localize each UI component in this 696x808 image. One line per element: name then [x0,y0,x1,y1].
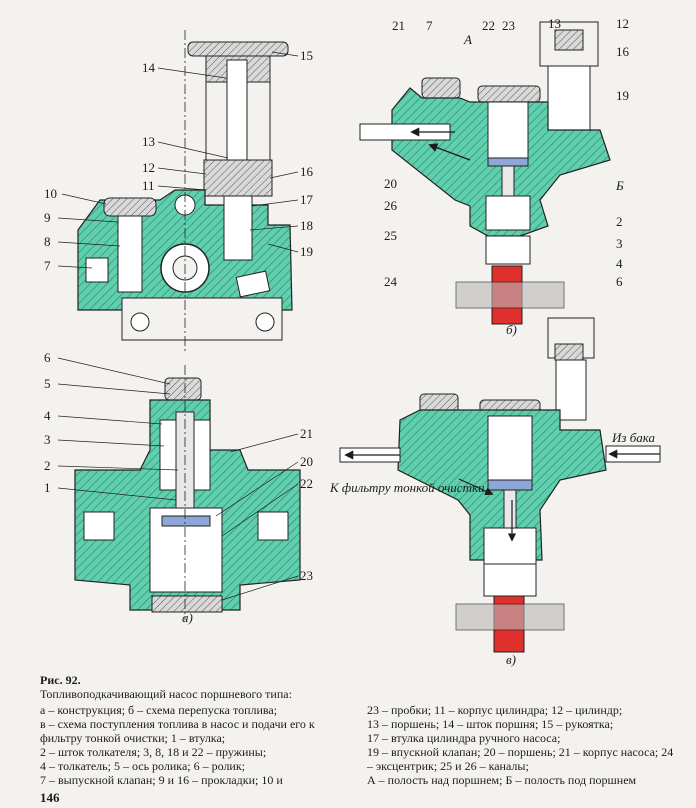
callout-7-b: 7 [426,18,433,33]
callout-2-b: 2 [616,214,623,229]
caption-title: Рис. 92. [40,673,81,687]
callout-4-a: 4 [44,408,51,423]
callout-17: 17 [300,192,314,207]
callout-7: 7 [44,258,51,273]
callout-1-a: 1 [44,480,51,495]
caption-line: в – схема поступления топлива в насос и … [40,717,315,745]
flow-label-out-line: К фильтру тонкой очистки [329,480,485,495]
callout-25-b: 25 [384,228,397,243]
callout-3-b: 3 [616,236,623,251]
callout-9: 9 [44,210,51,225]
callout-10: 10 [44,186,57,201]
callout-12-b: 12 [616,16,629,31]
caption-line: 19 – впускной клапан; 20 – поршень; 21 –… [367,745,674,773]
callout-19: 19 [300,244,313,259]
callout-4-b: 4 [616,256,623,271]
callout-2-a: 2 [44,458,51,473]
view-a-upper-callouts: 15 14 13 12 11 10 9 8 7 16 17 18 19 [44,48,314,273]
pump-figure: 15 14 13 12 11 10 9 8 7 16 17 18 19 [44,16,661,667]
callout-21-a: 21 [300,426,313,441]
callout-3-a: 3 [44,432,51,447]
caption-right-column: 23 – пробки; 11 – корпус цилиндра; 12 – … [367,703,680,787]
callout-13-b: 13 [548,16,561,31]
caption-line: 13 – поршень; 14 – шток поршня; 15 – рук… [367,717,614,731]
view-a-lower-callouts: 6 5 4 3 2 1 21 20 22 23 а) [44,350,313,625]
view-label-b: б) [506,322,517,337]
view-b [359,21,611,325]
caption-line: а – конструкция; б – схема перепуска топ… [40,703,278,717]
callout-6-b: 6 [616,274,623,289]
callout-22-a: 22 [300,476,313,491]
caption-columns: а – конструкция; б – схема перепуска топ… [40,703,680,787]
callout-20-b: 20 [384,176,397,191]
view-b-callouts: 21 7 A 22 23 13 12 16 19 20 26 25 24 Б 2… [384,16,630,337]
view-c-labels: Из бака К фильтру тонкой очистки в) [329,430,656,667]
view-a-upper [77,30,293,352]
callout-19-b: 19 [616,88,629,103]
view-label-c: в) [506,652,516,667]
figure-caption: Рис. 92. Топливоподкачивающий насос порш… [40,673,680,787]
callout-16: 16 [300,164,314,179]
page-number: 146 [40,790,60,805]
callout-8: 8 [44,234,51,249]
view-c [339,317,661,653]
callout-5-a: 5 [44,376,51,391]
view-a-lower [74,365,301,620]
caption-line: 7 – выпускной клапан; 9 и 16 – прокладки… [40,773,283,787]
callout-A-b: A [463,32,472,47]
caption-subtitle: Топливоподкачивающий насос поршневого ти… [40,687,292,701]
callout-21-b: 21 [392,18,405,33]
flow-label-in: Из бака [611,430,656,445]
callout-16-b: 16 [616,44,630,59]
caption-line: 2 – шток толкателя; 3, 8, 18 и 22 – пруж… [40,745,267,759]
callout-15: 15 [300,48,313,63]
callout-26-b: 26 [384,198,398,213]
callout-23-b: 23 [502,18,515,33]
callout-12: 12 [142,160,155,175]
callout-14: 14 [142,60,156,75]
callout-11: 11 [142,178,155,193]
callout-B-b: Б [615,178,624,193]
caption-line: А – полость над поршнем; Б – полость под… [367,773,637,787]
callout-20-a: 20 [300,454,313,469]
callout-13: 13 [142,134,155,149]
callout-18: 18 [300,218,313,233]
callout-23-a: 23 [300,568,313,583]
caption-left-column: а – конструкция; б – схема перепуска топ… [40,703,353,787]
callout-24-b: 24 [384,274,398,289]
flow-label-out: К фильтру тонкой очистки [329,480,485,495]
caption-line: 17 – втулка цилиндра ручного насоса; [367,731,561,745]
view-label-a: а) [182,610,193,625]
caption-line: 4 – толкатель; 5 – ось ролика; 6 – ролик… [40,759,246,773]
callout-22-b: 22 [482,18,495,33]
caption-line: 23 – пробки; 11 – корпус цилиндра; 12 – … [367,703,623,717]
callout-6-a: 6 [44,350,51,365]
